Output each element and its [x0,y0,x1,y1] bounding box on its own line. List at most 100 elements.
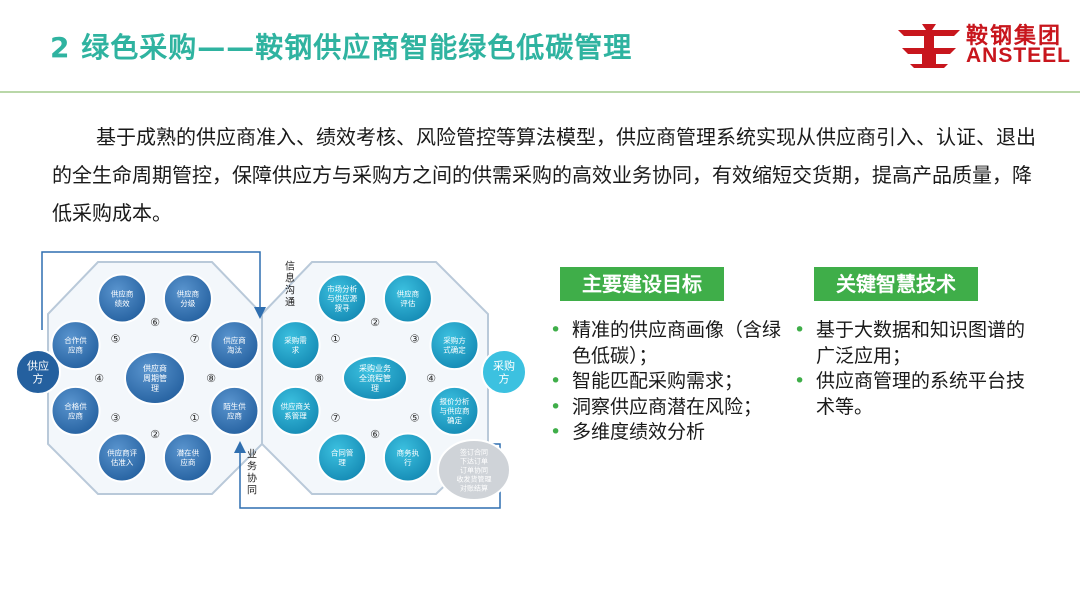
right-step-number: ② [370,316,380,329]
left-step-number: ① [190,412,200,425]
left-node-label: 应商 [68,410,83,420]
right-node-label: 理 [338,458,346,467]
supplier-label: 方 [33,371,44,385]
intro-paragraph: 基于成熟的供应商准入、绩效考核、风险管控等算法模型，供应商管理系统实现从供应商引… [52,125,1036,225]
left-node-label: 应商 [180,457,195,467]
left-node-label: 分级 [180,298,195,308]
left-node-circle [209,385,260,436]
business-flow-label: 业务协同 [247,449,257,497]
right-step-number: ⑦ [330,412,340,425]
goal-item-text: 智能匹配采购需求； [572,370,744,392]
goals-list: •精准的供应商画像（含绿色低碳）； • 智能匹配采购需求； • 洞察供应商潜在风险；… [546,318,786,446]
bullet-dot-icon: • [550,395,562,418]
left-step-number: ⑥ [150,316,160,329]
tag-main-goals: 主要建设目标 [560,267,724,301]
right-node-label: 供应商 [397,288,420,298]
left-center-label: 周期管 [143,373,167,383]
right-node-circle [270,320,321,371]
left-node-label: 应商 [227,410,242,420]
left-step-number: ⑦ [190,332,200,345]
left-node-label: 应商 [68,344,83,354]
business-flow-char: 务 [247,460,257,473]
tech-item-text: 基于大数据和知识图谱的广泛应用； [816,319,1026,367]
left-step-number: ⑤ [110,332,120,345]
left-node-circle [97,273,148,324]
info-flow-arrow [41,251,266,330]
right-node-label: 采购方 [443,335,466,345]
left-node-circle [50,320,101,371]
right-node-label: 与供应源 [327,293,357,303]
info-flow-char: 信 [285,261,295,273]
goal-item: • 智能匹配采购需求； [546,369,786,395]
right-node-label: 商务执 [397,447,420,457]
right-node-label: 合同管 [331,447,354,457]
left-node-circle [162,432,213,483]
supplier-bubble: 供应方 [15,349,61,395]
right-step-number: ⑥ [370,428,380,441]
right-step-number: ① [330,332,340,345]
left-step-number: ④ [94,372,104,385]
right-node-label: 求 [292,344,300,354]
left-node-label: 合格供 [64,401,87,411]
tech-item: • 供应商管理的系统平台技术等。 [790,369,1030,420]
right-node-label: 评估 [400,298,415,308]
left-node-label: 合作供 [64,335,87,345]
left-node-label: 估准入 [111,457,134,467]
right-node-circle [317,273,368,324]
right-center-label: 全流程管 [359,373,391,383]
tech-item-text: 供应商管理的系统平台技术等。 [816,370,1026,418]
buyer-label: 采购 [493,358,515,372]
tag-key-technologies: 关键智慧技术 [814,267,978,301]
business-flow-char: 业 [247,449,257,461]
right-node-circle [270,385,321,436]
supplier-label: 供应 [27,358,49,372]
business-flow-char: 同 [247,485,257,497]
bullet-dot-icon: • [550,319,562,341]
info-flow-char: 息 [285,272,295,285]
right-node-label: 行 [404,457,412,467]
right-center-label: 理 [371,384,379,393]
bullet-dot-icon: • [550,370,562,392]
right-node-circle [317,432,368,483]
left-node-label: 供应商 [111,288,134,298]
business-flow-char: 协 [247,472,257,485]
right-node-circle [429,385,480,436]
left-node-label: 陌生供 [223,401,246,411]
left-node-circle [97,432,148,483]
execution-detail-line: 签订合同 [460,447,488,456]
left-step-number: ② [150,428,160,441]
right-node-label: 市场分析 [327,284,357,294]
right-node-label: 搜寻 [335,303,350,313]
right-node-circle [382,432,433,483]
left-node-label: 供应商 [223,335,246,345]
goal-item-text: 洞察供应商潜在风险； [572,395,763,418]
logo-cn-text: 鞍钢集团 [966,24,1063,49]
left-node-label: 淘汰 [227,344,242,354]
tech-item: • 基于大数据和知识图谱的广泛应用； [790,318,1030,369]
right-step-number: ⑤ [410,412,420,425]
left-node-circle [209,320,260,371]
right-node-circle [429,320,480,371]
bullet-dot-icon: • [794,370,806,392]
buyer-label: 方 [499,371,510,385]
left-node-label: 供应商 [177,288,200,298]
bullet-dot-icon: • [794,319,806,341]
left-center-label: 理 [151,384,159,393]
goal-item: •精准的供应商画像（含绿色低碳）； [546,318,786,369]
left-node-circle [162,273,213,324]
left-step-number: ⑧ [206,372,216,385]
right-node-label: 采购需 [284,335,307,345]
buyer-bubble: 采购方 [481,349,527,395]
